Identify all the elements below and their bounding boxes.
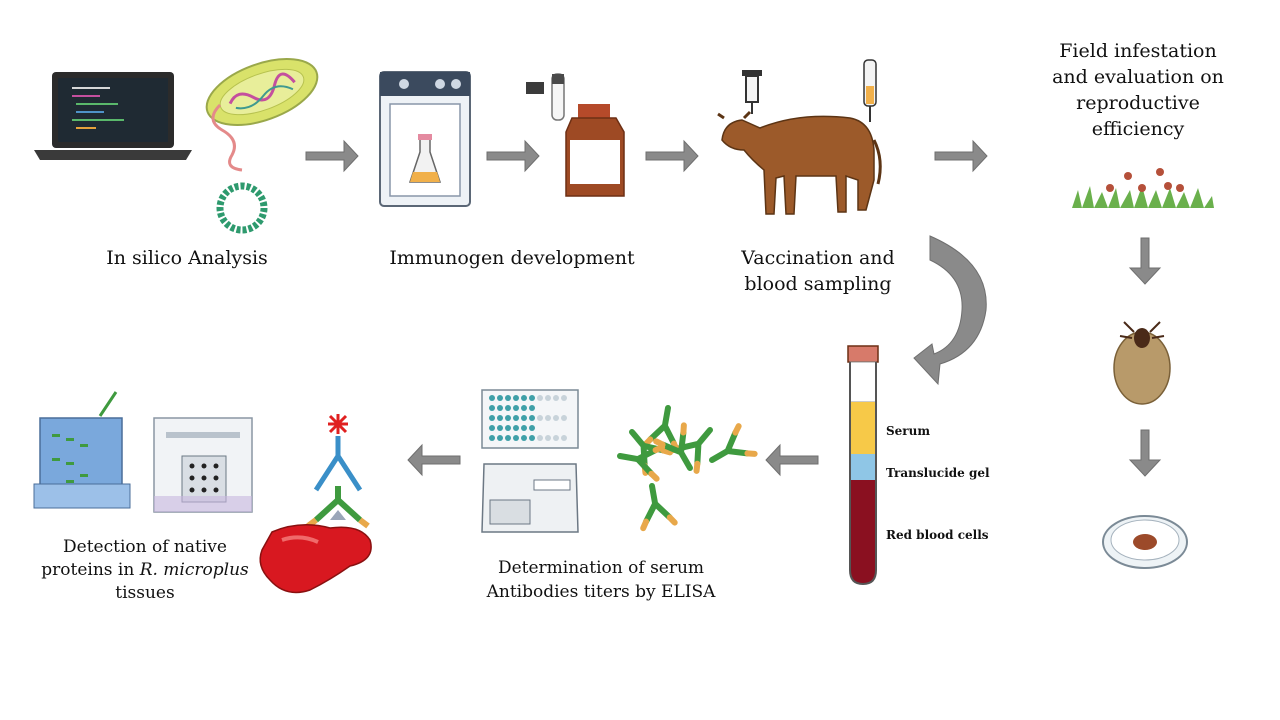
detection-line-2-pre: proteins in <box>41 560 135 580</box>
plate-reader-icon <box>481 463 579 533</box>
curved-arrow-icon <box>913 235 987 386</box>
electrophoresis-gel-icon <box>33 391 131 509</box>
engorged-tick-icon <box>1113 321 1171 405</box>
serum-label: Serum <box>886 424 931 438</box>
antibody-binding-icon <box>306 414 370 529</box>
arrow-right-icon <box>934 140 988 172</box>
detection-label: Detection of native proteins in R. micro… <box>40 536 250 605</box>
petri-dish-icon <box>1102 515 1188 569</box>
arrow-down-icon <box>1128 237 1162 285</box>
cow-icon <box>717 110 882 215</box>
field-infestation-label: Field infestation and evaluation on repr… <box>1040 38 1236 142</box>
arrow-right-icon <box>486 140 540 172</box>
bacterium-icon <box>205 58 319 172</box>
elisa-plate-icon <box>481 389 579 449</box>
blotting-tank-icon <box>153 417 253 513</box>
vial-icon <box>526 73 625 197</box>
arrow-down-icon <box>1128 429 1162 477</box>
in-silico-text: In silico Analysis <box>106 247 268 269</box>
arrow-right-icon <box>645 140 699 172</box>
rbc-label: Red blood cells <box>886 528 989 542</box>
immunogen-label: Immunogen development <box>372 245 652 271</box>
field-line-3: reproductive <box>1076 92 1200 114</box>
tissue-icon <box>259 524 372 594</box>
detection-line-3: tissues <box>115 583 175 603</box>
syringe-icon <box>742 70 762 114</box>
laptop-icon <box>34 72 192 160</box>
field-line-2: and evaluation on <box>1052 66 1224 88</box>
elisa-label: Determination of serum Antibodies titers… <box>474 556 728 604</box>
arrow-right-icon <box>305 140 359 172</box>
detection-species: R. microplus <box>139 560 249 580</box>
detection-line-2: proteins in R. microplus <box>40 559 250 582</box>
plasmid-icon <box>216 182 268 234</box>
incubator-icon <box>379 71 471 207</box>
antibodies-icon <box>617 405 754 528</box>
in-silico-label: In silico Analysis <box>92 245 282 271</box>
detection-line-1: Detection of native <box>63 537 227 557</box>
vaccination-line-1: Vaccination and <box>741 247 895 269</box>
arrow-left-icon <box>765 443 819 477</box>
ticks-on-grass-icon <box>1072 168 1214 208</box>
elisa-line-1: Determination of serum <box>497 558 705 578</box>
field-line-4: efficiency <box>1091 118 1185 140</box>
centrifuged-blood-tube <box>847 345 879 586</box>
vaccination-line-2: blood sampling <box>744 273 892 295</box>
vaccination-label: Vaccination and blood sampling <box>712 245 924 297</box>
blood-tube-icon <box>863 59 877 122</box>
gel-label: Translucide gel <box>886 466 990 480</box>
immunogen-text: Immunogen development <box>389 247 635 269</box>
elisa-line-2: Antibodies titers by ELISA <box>486 582 716 602</box>
field-line-1: Field infestation <box>1059 40 1217 62</box>
arrow-left-icon <box>407 443 461 477</box>
